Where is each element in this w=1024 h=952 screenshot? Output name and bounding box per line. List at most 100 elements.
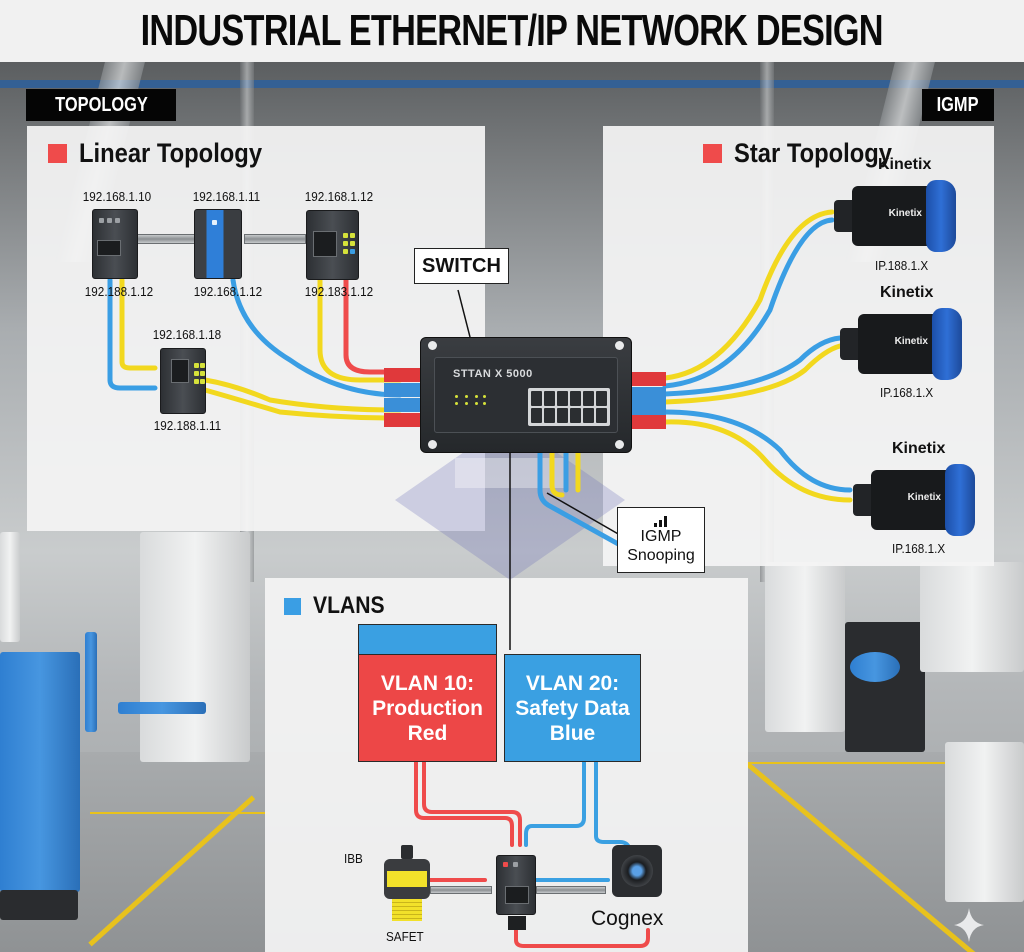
- device-ip-bottom: 192.168.1.12: [193, 284, 263, 299]
- cable-red: [343, 277, 403, 375]
- igmp-tag: IGMP: [922, 89, 994, 121]
- cable-yellow: [662, 419, 853, 503]
- kinetix-drive-1[interactable]: Kinetix: [826, 180, 956, 252]
- robot-arm: [85, 632, 97, 732]
- cable-red: [422, 760, 522, 847]
- cable-blue: [524, 760, 586, 847]
- din-rail: [430, 886, 492, 894]
- switch-label: SWITCH: [414, 248, 509, 284]
- vlan-20-box[interactable]: VLAN 20: Safety Data Blue: [504, 654, 641, 762]
- camera-label: Cognex: [591, 907, 664, 930]
- motor: [850, 652, 900, 682]
- ceiling-beam: [0, 80, 1024, 88]
- camera-lens-icon: [621, 855, 653, 887]
- cable-yellow: [202, 377, 403, 413]
- cable-blue: [537, 417, 623, 548]
- drive-label: Kinetix: [878, 156, 932, 173]
- callout-line: [457, 289, 471, 338]
- cable-boots-left: [384, 368, 420, 427]
- machine: [140, 532, 250, 762]
- drive-ip: IP.168.1.X: [892, 541, 946, 556]
- star-topology-heading: Star Topology: [703, 138, 914, 169]
- cable-red: [414, 760, 514, 847]
- cable-yellow: [549, 417, 565, 498]
- topology-tag-label: TOPOLOGY: [54, 93, 148, 116]
- cable-blue: [662, 409, 853, 493]
- din-rail: [135, 234, 201, 244]
- topology-tag: TOPOLOGY: [26, 89, 176, 121]
- machine: [920, 562, 1024, 672]
- plc-device-2[interactable]: [194, 209, 242, 279]
- cable-boots-right: [632, 372, 666, 429]
- vlan-header-bar: [358, 624, 497, 655]
- callout-line: [546, 492, 621, 536]
- kinetix-drive-2[interactable]: Kinetix: [832, 308, 962, 380]
- title-bar: INDUSTRIAL ETHERNET/IP NETWORK DESIGN: [0, 0, 1024, 62]
- drive-ip: IP.168.1.X: [880, 385, 934, 400]
- drive-ip: IP.188.1.X: [875, 258, 929, 273]
- cable-yellow: [662, 209, 835, 381]
- sensor-tag: IBB: [344, 851, 363, 866]
- vlans-title: VLANS: [313, 592, 385, 619]
- cable-blue: [230, 277, 403, 398]
- machine: [945, 742, 1024, 902]
- cable-blue: [107, 277, 158, 391]
- cabinet-base: [0, 890, 78, 920]
- machine: [765, 562, 845, 732]
- drive-label: Kinetix: [880, 284, 934, 301]
- din-rail: [244, 234, 306, 244]
- device-ip-top: 192.168.1.11: [192, 189, 261, 204]
- star-topology-title: Star Topology: [734, 138, 892, 168]
- vlans-heading: VLANS: [284, 592, 394, 620]
- device-ip-top: 192.168.1.10: [82, 189, 152, 204]
- safety-sensor[interactable]: [384, 845, 430, 925]
- machine: [0, 532, 20, 642]
- cable-yellow: [202, 387, 403, 421]
- sensor-label: SAFET: [386, 929, 424, 944]
- igmp-snooping-callout: IGMP Snooping: [617, 507, 705, 573]
- drive-brand: Kinetix: [888, 208, 922, 219]
- red-square-icon: [48, 144, 67, 163]
- din-rail: [536, 886, 606, 894]
- drive-label: Kinetix: [892, 440, 946, 457]
- device-ip-bottom: 192.183.1.12: [304, 284, 374, 299]
- cable-red: [514, 928, 650, 948]
- cable-blue: [662, 335, 843, 397]
- blue-cabinet: [0, 652, 80, 892]
- plc-device-1[interactable]: [92, 209, 138, 279]
- plc-device-3[interactable]: [306, 210, 359, 280]
- ethernet-switch[interactable]: STTAN X 5000: [420, 337, 632, 453]
- page-title: INDUSTRIAL ETHERNET/IP NETWORK DESIGN: [140, 6, 884, 55]
- igmp-snooping-line1: IGMP: [640, 528, 682, 545]
- switch-ports[interactable]: [528, 388, 610, 426]
- switch-model: STTAN X 5000: [453, 368, 533, 380]
- sparkle-icon: [954, 908, 984, 942]
- drive-brand: Kinetix: [894, 336, 928, 347]
- cable-yellow: [662, 343, 843, 405]
- module-connector: [508, 916, 526, 930]
- io-module[interactable]: [496, 855, 536, 915]
- red-square-icon: [703, 144, 722, 163]
- linear-topology-title: Linear Topology: [79, 138, 263, 168]
- machine: [845, 622, 925, 752]
- linear-topology-heading: Linear Topology: [48, 138, 287, 169]
- cable-blue: [662, 217, 835, 389]
- floor-line: [90, 812, 270, 814]
- vlan-10-box[interactable]: VLAN 10: Production Red: [358, 654, 497, 762]
- device-ip-bottom: 192.188.1.11: [153, 418, 222, 433]
- robot-arm: [118, 702, 206, 714]
- device-ip-top: 192.168.1.12: [304, 189, 374, 204]
- cable-yellow: [119, 277, 158, 371]
- cable-yellow: [317, 277, 403, 383]
- igmp-snooping-line2: Snooping: [627, 547, 695, 564]
- signal-bars-icon: [654, 516, 667, 527]
- cognex-camera[interactable]: [612, 845, 662, 897]
- cable-blue: [594, 760, 632, 852]
- blue-square-icon: [284, 597, 301, 615]
- device-ip-bottom: 192.188.1.12: [84, 284, 154, 299]
- plc-device-4[interactable]: [160, 348, 206, 414]
- floor-line: [748, 762, 948, 764]
- kinetix-drive-3[interactable]: Kinetix: [845, 464, 975, 536]
- device-ip-top: 192.168.1.18: [152, 327, 222, 342]
- igmp-tag-label: IGMP: [937, 93, 979, 116]
